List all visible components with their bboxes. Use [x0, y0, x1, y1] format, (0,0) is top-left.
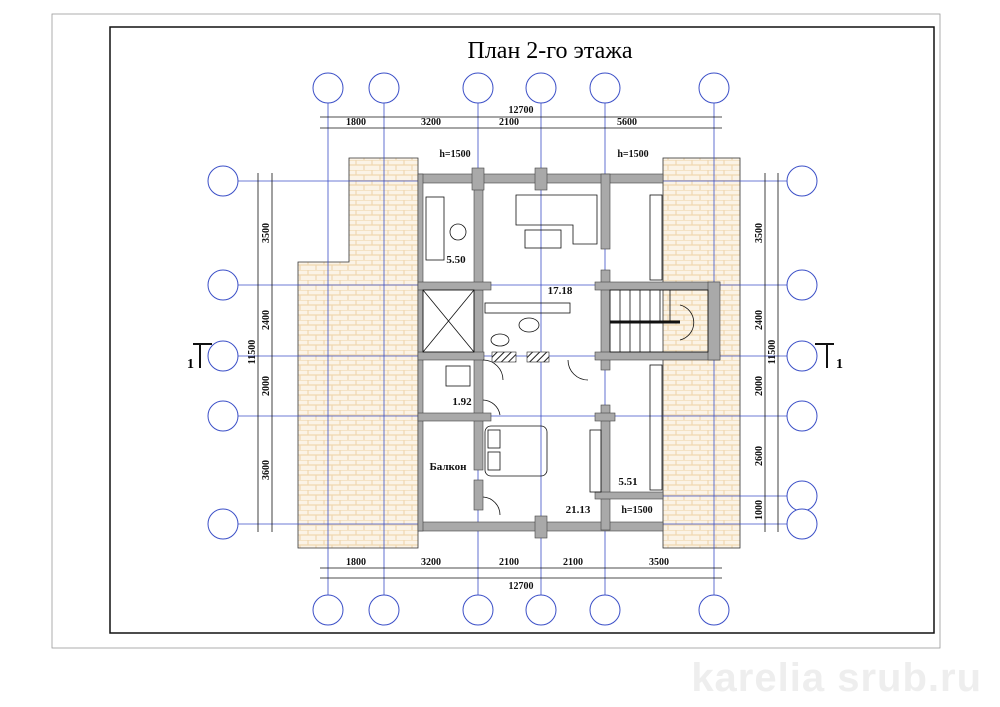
dim-bottom: 2100 [563, 557, 583, 568]
staircase [609, 289, 709, 353]
walls [417, 167, 721, 539]
balcony-label: Балкон [429, 461, 467, 473]
dim-top: 2100 [499, 117, 519, 128]
dim-right: 3500 [754, 223, 765, 243]
dim-right: 2400 [754, 310, 765, 330]
section-label-right: 1 [836, 357, 843, 372]
dim-bottom: 1800 [346, 557, 366, 568]
vent-shaft [491, 351, 517, 363]
watermark: karelia srub.ru [691, 656, 982, 700]
dim-right: 2600 [754, 446, 765, 466]
room-area-storage: 5.51 [618, 476, 637, 488]
roof-slope-lines [649, 194, 663, 491]
window-height-label: h=1500 [439, 149, 470, 160]
room-area-bath: 1.92 [452, 396, 472, 408]
dim-left: 2400 [261, 310, 272, 330]
room-area-office: 5.50 [446, 254, 466, 266]
axis-bubbles [207, 72, 818, 626]
terrace-left [297, 157, 419, 549]
dim-right: 1000 [754, 500, 765, 520]
dim-left: 3600 [261, 460, 272, 480]
dim-bottom: 3200 [421, 557, 441, 568]
dim-left-total: 11500 [247, 340, 258, 364]
window-height-label: h=1500 [621, 505, 652, 516]
dim-bottom: 3500 [649, 557, 669, 568]
dimension-lines [257, 116, 779, 579]
section-mark-left [193, 343, 212, 368]
dim-right: 2000 [754, 376, 765, 396]
plan-title: План 2-го этажа [467, 38, 632, 64]
dim-right-total: 11500 [767, 340, 778, 364]
dim-left: 2000 [261, 376, 272, 396]
room-area-bedroom: 21.13 [566, 504, 591, 516]
dim-top-total: 12700 [509, 105, 534, 116]
window-height-label: h=1500 [617, 149, 648, 160]
sheet-border [51, 13, 941, 649]
stair-void [422, 289, 475, 353]
dim-top: 1800 [346, 117, 366, 128]
dim-top: 3200 [421, 117, 441, 128]
section-label-left: 1 [187, 357, 194, 372]
vent-shaft [526, 351, 550, 363]
room-area-hall: 17.18 [548, 285, 573, 297]
dim-top: 5600 [617, 117, 637, 128]
dim-left: 3500 [261, 223, 272, 243]
dim-bottom: 2100 [499, 557, 519, 568]
section-mark-right [815, 343, 834, 368]
dim-bottom-total: 12700 [509, 581, 534, 592]
furniture [425, 194, 602, 516]
drawing-frame [109, 26, 935, 634]
